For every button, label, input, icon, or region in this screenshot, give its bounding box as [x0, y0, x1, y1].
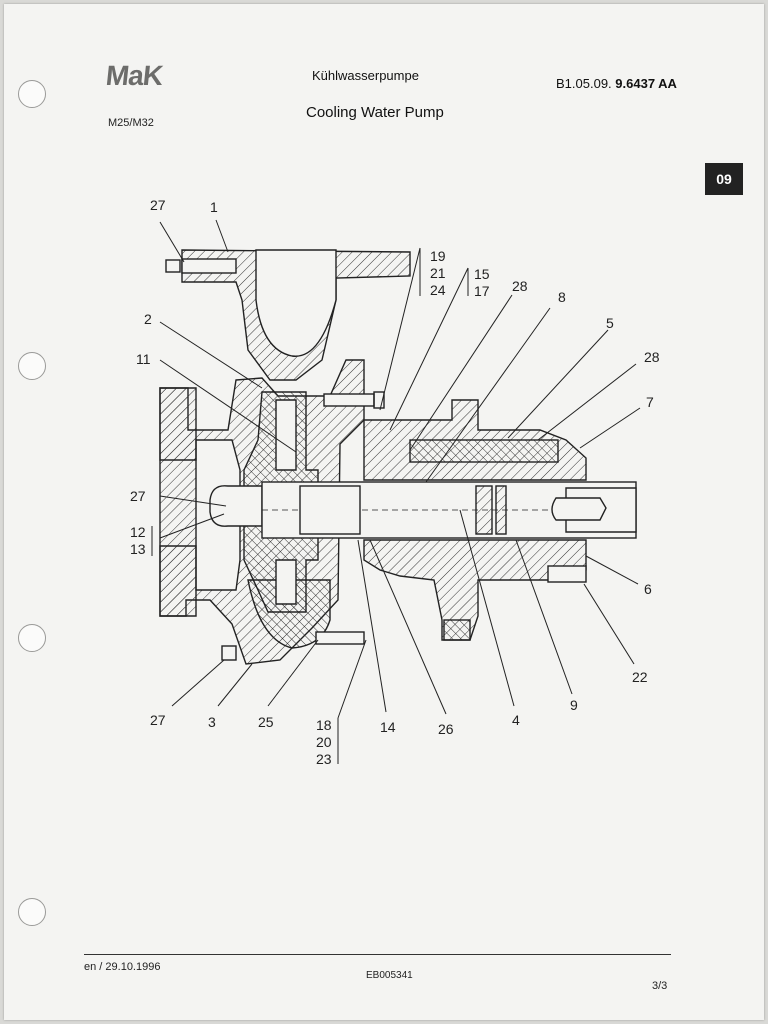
punch-hole [18, 80, 46, 108]
title-english: Cooling Water Pump [306, 104, 444, 121]
part-label: 15 [474, 266, 490, 282]
part-label: 26 [438, 721, 454, 737]
drawing-geometry [159, 249, 637, 665]
part-labels: 27 1 19 21 24 15 17 28 8 2 5 11 28 7 27 … [130, 197, 660, 767]
part-label: 17 [474, 283, 490, 299]
part-label: 28 [644, 349, 660, 365]
part-label: 27 [130, 488, 146, 504]
part-label: 18 [316, 717, 332, 733]
part-label: 2 [144, 311, 152, 327]
doc-ref-number: 9.6437 AA [615, 76, 677, 91]
leader-lines [151, 219, 641, 764]
part-label: 4 [512, 712, 520, 728]
part-label: 9 [570, 697, 578, 713]
part-label: 25 [258, 714, 274, 730]
part-label: 3 [208, 714, 216, 730]
doc-ref-prefix: B1.05.09. [556, 76, 612, 91]
part-label: 5 [606, 315, 614, 331]
part-label: 27 [150, 712, 166, 728]
footer-page-number: 3/3 [652, 980, 668, 992]
part-label: 20 [316, 734, 332, 750]
section-tab: 09 [705, 163, 743, 195]
part-label: 8 [558, 289, 566, 305]
part-label: 11 [136, 351, 151, 367]
part-label: 27 [150, 197, 166, 213]
part-label: 1 [210, 199, 218, 215]
punch-hole [18, 898, 46, 926]
part-label: 22 [632, 669, 648, 685]
part-label: 12 [130, 524, 146, 540]
part-label: 6 [644, 581, 652, 597]
part-label: 13 [130, 541, 146, 557]
punch-hole [18, 624, 46, 652]
engine-model: M25/M32 [108, 117, 154, 129]
part-label: 21 [430, 265, 446, 281]
footer-language-date: en / 29.10.1996 [84, 961, 161, 973]
part-label: 23 [316, 751, 332, 767]
part-label: 14 [380, 719, 396, 735]
part-label: 19 [430, 248, 446, 264]
punch-hole [18, 352, 46, 380]
part-label: 24 [430, 282, 446, 298]
title-german: Kühlwasserpumpe [312, 68, 419, 83]
footer-drawing-code: EB005341 [366, 970, 413, 981]
document-reference: B1.05.09. 9.6437 AA [556, 76, 677, 91]
footer-divider [84, 954, 671, 955]
part-label: 28 [512, 278, 528, 294]
part-label: 7 [646, 394, 654, 410]
